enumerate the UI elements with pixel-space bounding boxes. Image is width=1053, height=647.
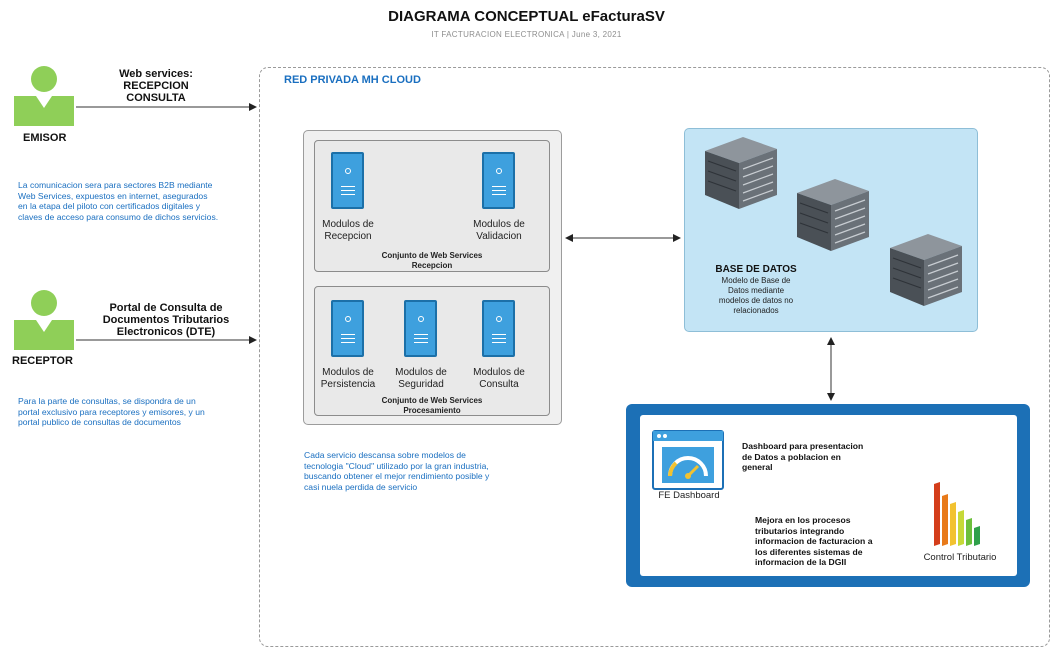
server-rack-icon (797, 179, 869, 251)
fe-dashboard-caption: FE Dashboard (658, 490, 720, 501)
receptor-person-icon (14, 290, 74, 350)
emisor-person-icon (14, 66, 74, 126)
module-seguridad-label: Modulos de Seguridad (395, 367, 447, 390)
cloud-note: Cada servicio descansa sobre modelos de … (304, 450, 490, 492)
connector-lines (76, 103, 835, 401)
emisor-note: La comunicacion sera para sectores B2B m… (18, 180, 219, 222)
recepcion-group-label: Conjunto de Web Services Recepcion (381, 251, 483, 270)
receptor-connection-label: Portal de Consulta de Documentos Tributa… (102, 302, 230, 338)
procesamiento-group-label: Conjunto de Web Services Procesamiento (381, 396, 483, 415)
receptor-label: RECEPTOR (12, 355, 73, 367)
database-description: Modelo de Base de Datos mediante modelos… (718, 276, 794, 315)
server-icon (331, 300, 364, 357)
module-validacion-label: Modulos de Validacion (473, 219, 525, 242)
server-icon (404, 300, 437, 357)
database-title: BASE DE DATOS (715, 264, 797, 275)
emisor-label: EMISOR (23, 132, 67, 144)
server-icon (482, 152, 515, 209)
dashboard-gauge-icon (652, 430, 724, 490)
server-rack-icon (890, 234, 962, 306)
server-icon (482, 300, 515, 357)
diagram-title: DIAGRAMA CONCEPTUAL eFacturaSV (388, 8, 665, 25)
module-recepcion-label: Modulos de Recepcion (322, 219, 374, 242)
server-icon (331, 152, 364, 209)
receptor-note: Para la parte de consultas, se dispondra… (18, 396, 205, 427)
cloud-title: RED PRIVADA MH CLOUD (284, 74, 421, 86)
bar-chart-icon (934, 482, 980, 546)
fe-dashboard-text: Dashboard para presentacion de Datos a p… (742, 441, 864, 472)
emisor-connection-label: Web services: RECEPCION CONSULTA (119, 68, 193, 104)
control-tributario-caption: Control Tributario (923, 552, 997, 563)
module-consulta-label: Modulos de Consulta (473, 367, 525, 390)
module-persistencia-label: Modulos de Persistencia (320, 367, 376, 390)
server-rack-icon (705, 137, 777, 209)
diagram-subtitle: IT FACTURACION ELECTRONICA | June 3, 202… (431, 30, 622, 39)
control-tributario-text: Mejora en los procesos tributarios integ… (755, 515, 873, 567)
